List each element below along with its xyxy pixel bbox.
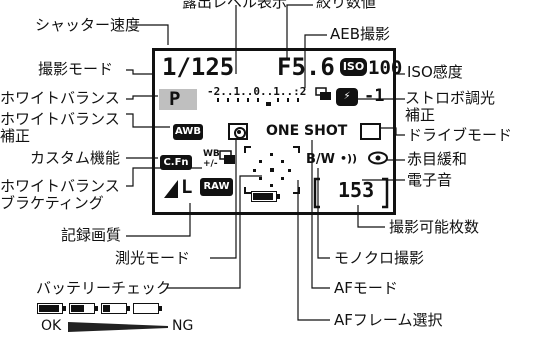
callout-shooting-mode: 撮影モード: [38, 60, 114, 78]
quality-letter: L: [181, 176, 193, 198]
callout-wb-bracketing: ホワイトバランスブラケティング: [0, 177, 120, 212]
wb-bracketing-icon: [219, 150, 235, 164]
callout-iso: ISO感度: [407, 63, 463, 81]
callout-red-eye: 赤目緩和: [407, 150, 468, 168]
iso-icon: ISO: [340, 58, 367, 76]
callout-aperture: 絞り数値: [316, 0, 377, 11]
callout-af-point-selection: AFフレーム選択: [334, 311, 443, 329]
callout-exposure-level: 露出レベル表示: [182, 0, 288, 11]
exposure-scale-ticks: [217, 98, 299, 106]
mode-highlight: [159, 89, 197, 110]
monochrome-text: B/W: [306, 152, 335, 167]
flash-comp-icon: ⚡: [336, 88, 358, 106]
iso-value: 100: [368, 57, 403, 79]
callout-metering-mode: 測光モード: [115, 249, 191, 267]
callout-monochrome: モノクロ撮影: [334, 249, 425, 267]
callout-white-balance: ホワイトバランス: [0, 89, 120, 107]
callout-image-quality: 記録画質: [61, 226, 122, 244]
callout-aeb: AEB撮影: [330, 25, 391, 43]
quality-triangle-icon: [164, 180, 178, 198]
af-mode-text: ONE SHOT: [266, 123, 348, 139]
callout-flash-comp: ストロボ調光補正: [405, 89, 496, 124]
battery-ng-label: NG: [172, 318, 194, 334]
exposure-scale: -2..1..0..1..:2: [207, 85, 307, 98]
callout-battery-check: バッテリーチェック: [36, 279, 172, 297]
callout-drive-mode: ドライブモード: [407, 126, 513, 144]
raw-icon: RAW: [200, 178, 233, 196]
beep-icon: •)): [340, 152, 358, 165]
callout-custom-function: カスタム機能: [30, 149, 121, 167]
battery-level-icon: [69, 303, 98, 314]
battery-level-icon: [101, 303, 130, 314]
shutter-speed-value: 1/125: [162, 53, 235, 81]
battery-level-icon: [37, 303, 66, 314]
callout-wb-correction: ホワイトバランス補正: [0, 110, 120, 145]
shooting-mode-letter: P: [169, 88, 181, 110]
lcd-battery-icon: [251, 191, 280, 202]
aeb-icon: [315, 87, 331, 100]
flash-comp-value: -1: [364, 86, 385, 106]
callout-shutter-speed: シャッター速度: [35, 16, 141, 34]
drive-mode-icon: [360, 123, 381, 140]
wb-correction-icon: WB+/-: [203, 149, 220, 169]
shots-bracket-left: [313, 177, 320, 209]
shots-remaining-value: 153: [338, 178, 375, 202]
lcd-panel: 1/125 F5.6 ISO 100 P -2..1..0..1..:2 ⚡ -…: [152, 48, 402, 215]
battery-level-icon: [133, 303, 162, 314]
af-point-frame: [244, 146, 300, 194]
battery-ok-label: OK: [41, 318, 62, 334]
red-eye-icon: [368, 151, 388, 165]
callout-af-mode: AFモード: [334, 279, 398, 297]
callout-beep: 電子音: [407, 171, 453, 189]
shots-bracket-right: [382, 177, 389, 209]
callout-shots-remaining: 撮影可能枚数: [389, 218, 480, 236]
battery-gradient-wedge: [68, 322, 168, 332]
white-balance-icon: AWB: [173, 124, 203, 140]
custom-function-icon: C.Fn: [160, 155, 192, 170]
aperture-value: F5.6: [277, 53, 335, 81]
metering-mode-icon: [228, 123, 248, 140]
